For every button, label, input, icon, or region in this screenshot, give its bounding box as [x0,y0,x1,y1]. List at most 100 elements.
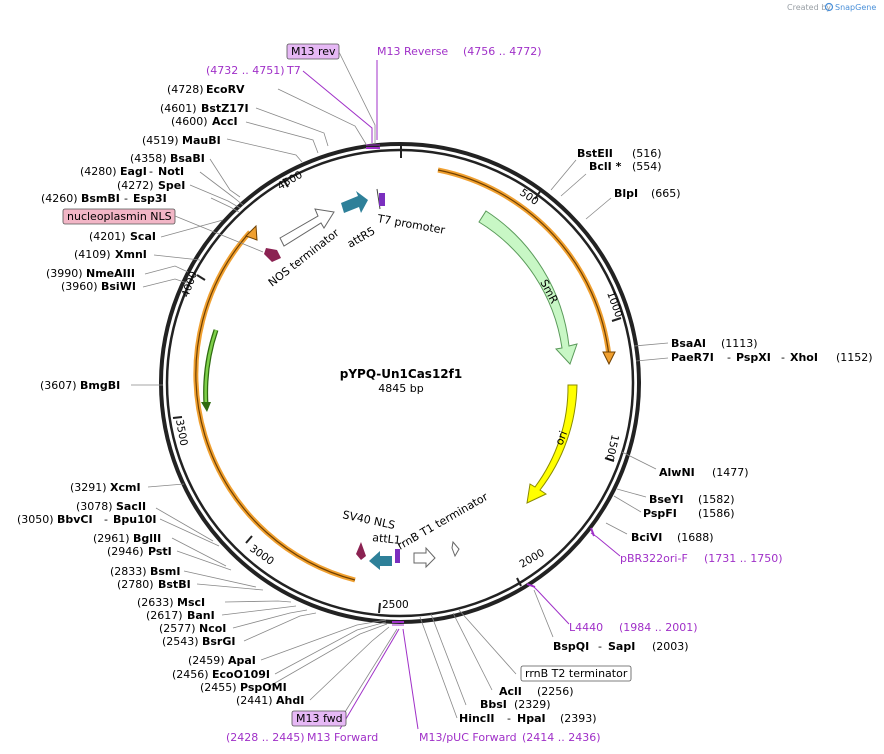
smr-feature[interactable] [478,210,578,365]
rrnb-t1-label: rrnB T1 terminator [395,490,491,553]
site-blpi[interactable]: BlpI(665) [614,187,681,200]
site-bbvci[interactable]: (3050)BbvCI-Bpu10I [17,513,157,526]
site-acci[interactable]: (4600) AccI [171,115,238,128]
plasmid-name: pYPQ-Un1Cas12f1 [340,367,462,381]
svg-text:Esp3I: Esp3I [133,192,167,205]
site-eagi[interactable]: (4280)EagI-NotI [80,165,184,178]
svg-text:AlwNI: AlwNI [659,466,695,479]
site-bsteii[interactable]: BstEII(516) [577,147,662,160]
site-apai[interactable]: (2459)ApaI [188,654,256,667]
site-pspomi[interactable]: (2455)PspOMI [200,681,287,694]
rrnb-t1-terminator-feature[interactable] [413,546,436,569]
svg-text:BseYI: BseYI [649,493,683,506]
site-bsaai[interactable]: BsaAI(1113) [671,337,758,350]
nucleoplasmin-nls-box[interactable]: nucleoplasmin NLS [62,208,176,225]
svg-text:-: - [507,712,511,725]
l4440-range: (1984 .. 2001) [619,621,698,634]
site-bcli[interactable]: BclI *(554) [589,160,662,173]
l4440-label: L4440 [569,621,603,634]
tick-marks [172,145,622,614]
nucleoplasmin-nls-feature[interactable] [264,248,281,262]
svg-text:(2633): (2633) [137,596,174,609]
site-ahdi[interactable]: (2441)AhdI [236,694,304,707]
nos-terminator-feature[interactable] [279,208,335,247]
site-alwni[interactable]: AlwNI(1477) [659,466,749,479]
svg-text:BspQI: BspQI [553,640,589,653]
site-scai[interactable]: (4201)ScaI [89,230,156,243]
svg-text:(4358): (4358) [130,152,167,165]
svg-text:(2577): (2577) [159,622,196,635]
site-bseyi[interactable]: BseYI(1582) [649,493,735,506]
svg-text:(4728): (4728) [167,83,204,96]
site-psti[interactable]: (2946)PstI [107,545,172,558]
svg-text:BstZ17I: BstZ17I [201,102,249,115]
site-paer7i[interactable]: PaeR7I-PspXI-XhoI(1152) [671,351,873,364]
site-ecorv[interactable]: (4728)EcoRV [167,83,245,96]
t7-range: (4732 .. 4751) [206,64,285,77]
attl1-feature[interactable] [369,551,392,570]
site-maubi[interactable]: (4519)MauBI [142,134,221,147]
site-msci[interactable]: (2633)MscI [137,596,205,609]
m13-reverse-label: M13 Reverse [377,45,448,58]
t7-promoter-feature[interactable] [379,193,385,206]
site-bstbi[interactable]: (2780)BstBI [117,578,191,591]
svg-text:(4260): (4260) [41,192,78,205]
site-bsmi[interactable]: (2833)BsmI [110,565,181,578]
site-acli[interactable]: AclI(2256) [499,685,574,698]
sv40-nls-feature[interactable] [356,542,366,560]
svg-text:(1113): (1113) [721,337,758,350]
svg-text:(2780): (2780) [117,578,154,591]
site-eco0109i[interactable]: (2456)EcoO109I [172,668,270,681]
site-sacii[interactable]: (3078)SacII [76,500,146,513]
svg-text:(2833): (2833) [110,565,147,578]
site-bglii[interactable]: (2961)BglII [93,532,161,545]
site-bsabi[interactable]: (4358)BsaBI [130,152,205,165]
svg-text:-: - [781,351,785,364]
svg-text:(4280): (4280) [80,165,117,178]
site-bsiwi[interactable]: (3960)BsiWI [61,280,136,293]
svg-text:Bpu10I: Bpu10I [113,513,157,526]
site-bani[interactable]: (2617)BanI [146,609,215,622]
site-bmgbi[interactable]: (3607)BmgBI [40,379,120,392]
m13-reverse-range: (4756 .. 4772) [463,45,542,58]
site-nmeaiii[interactable]: (3990)NmeAIII [46,267,135,280]
site-bspqi[interactable]: BspQI-SapI(2003) [553,640,689,653]
svg-text:(4201): (4201) [89,230,126,243]
svg-text:MauBI: MauBI [182,134,221,147]
svg-text:(4600): (4600) [171,115,208,128]
site-bsmbi[interactable]: (4260)BsmBI-Esp3I [41,192,167,205]
site-bstz17i[interactable]: (4601)BstZ17I [160,102,249,115]
svg-text:(2459): (2459) [188,654,225,667]
leader-lines-left [131,88,390,701]
svg-text:AccI: AccI [212,115,238,128]
t7-promoter-label: T7 promoter [375,212,446,237]
svg-text:(1688): (1688) [677,531,714,544]
svg-text:AhdI: AhdI [276,694,304,707]
site-bbsi[interactable]: BbsI(2329) [480,698,551,711]
rrnb-t2-box[interactable]: rrnB T2 terminator [520,665,632,682]
site-xmni[interactable]: (4109)XmnI [74,248,147,261]
svg-text:-: - [727,351,731,364]
attr5-feature[interactable] [341,191,368,213]
svg-text:PspFI: PspFI [643,507,677,520]
svg-text:MscI: MscI [177,596,205,609]
svg-text:BsmBI: BsmBI [81,192,120,205]
primer-m13-fwd[interactable]: M13 fwd [291,710,347,727]
primer-m13-rev[interactable]: M13 rev [286,43,340,60]
svg-text:BsaBI: BsaBI [170,152,205,165]
site-ncoi[interactable]: (2577)NcoI [159,622,226,635]
svg-text:SpeI: SpeI [158,179,185,192]
ori-feature[interactable] [526,384,578,504]
site-xcmi[interactable]: (3291)XcmI [70,481,141,494]
site-bsrgi[interactable]: (2543)BsrGI [162,635,235,648]
attl1-label: attL1 [372,531,402,547]
site-pspfi[interactable]: PspFI(1586) [643,507,735,520]
svg-text:(2329): (2329) [514,698,551,711]
site-spei[interactable]: (4272)SpeI [117,179,185,192]
site-bcivi[interactable]: BciVI(1688) [631,531,714,544]
svg-text:EagI: EagI [120,165,147,178]
svg-text:XhoI: XhoI [790,351,818,364]
svg-text:SapI: SapI [608,640,635,653]
site-hincii[interactable]: HincII-HpaI(2393) [459,712,597,725]
